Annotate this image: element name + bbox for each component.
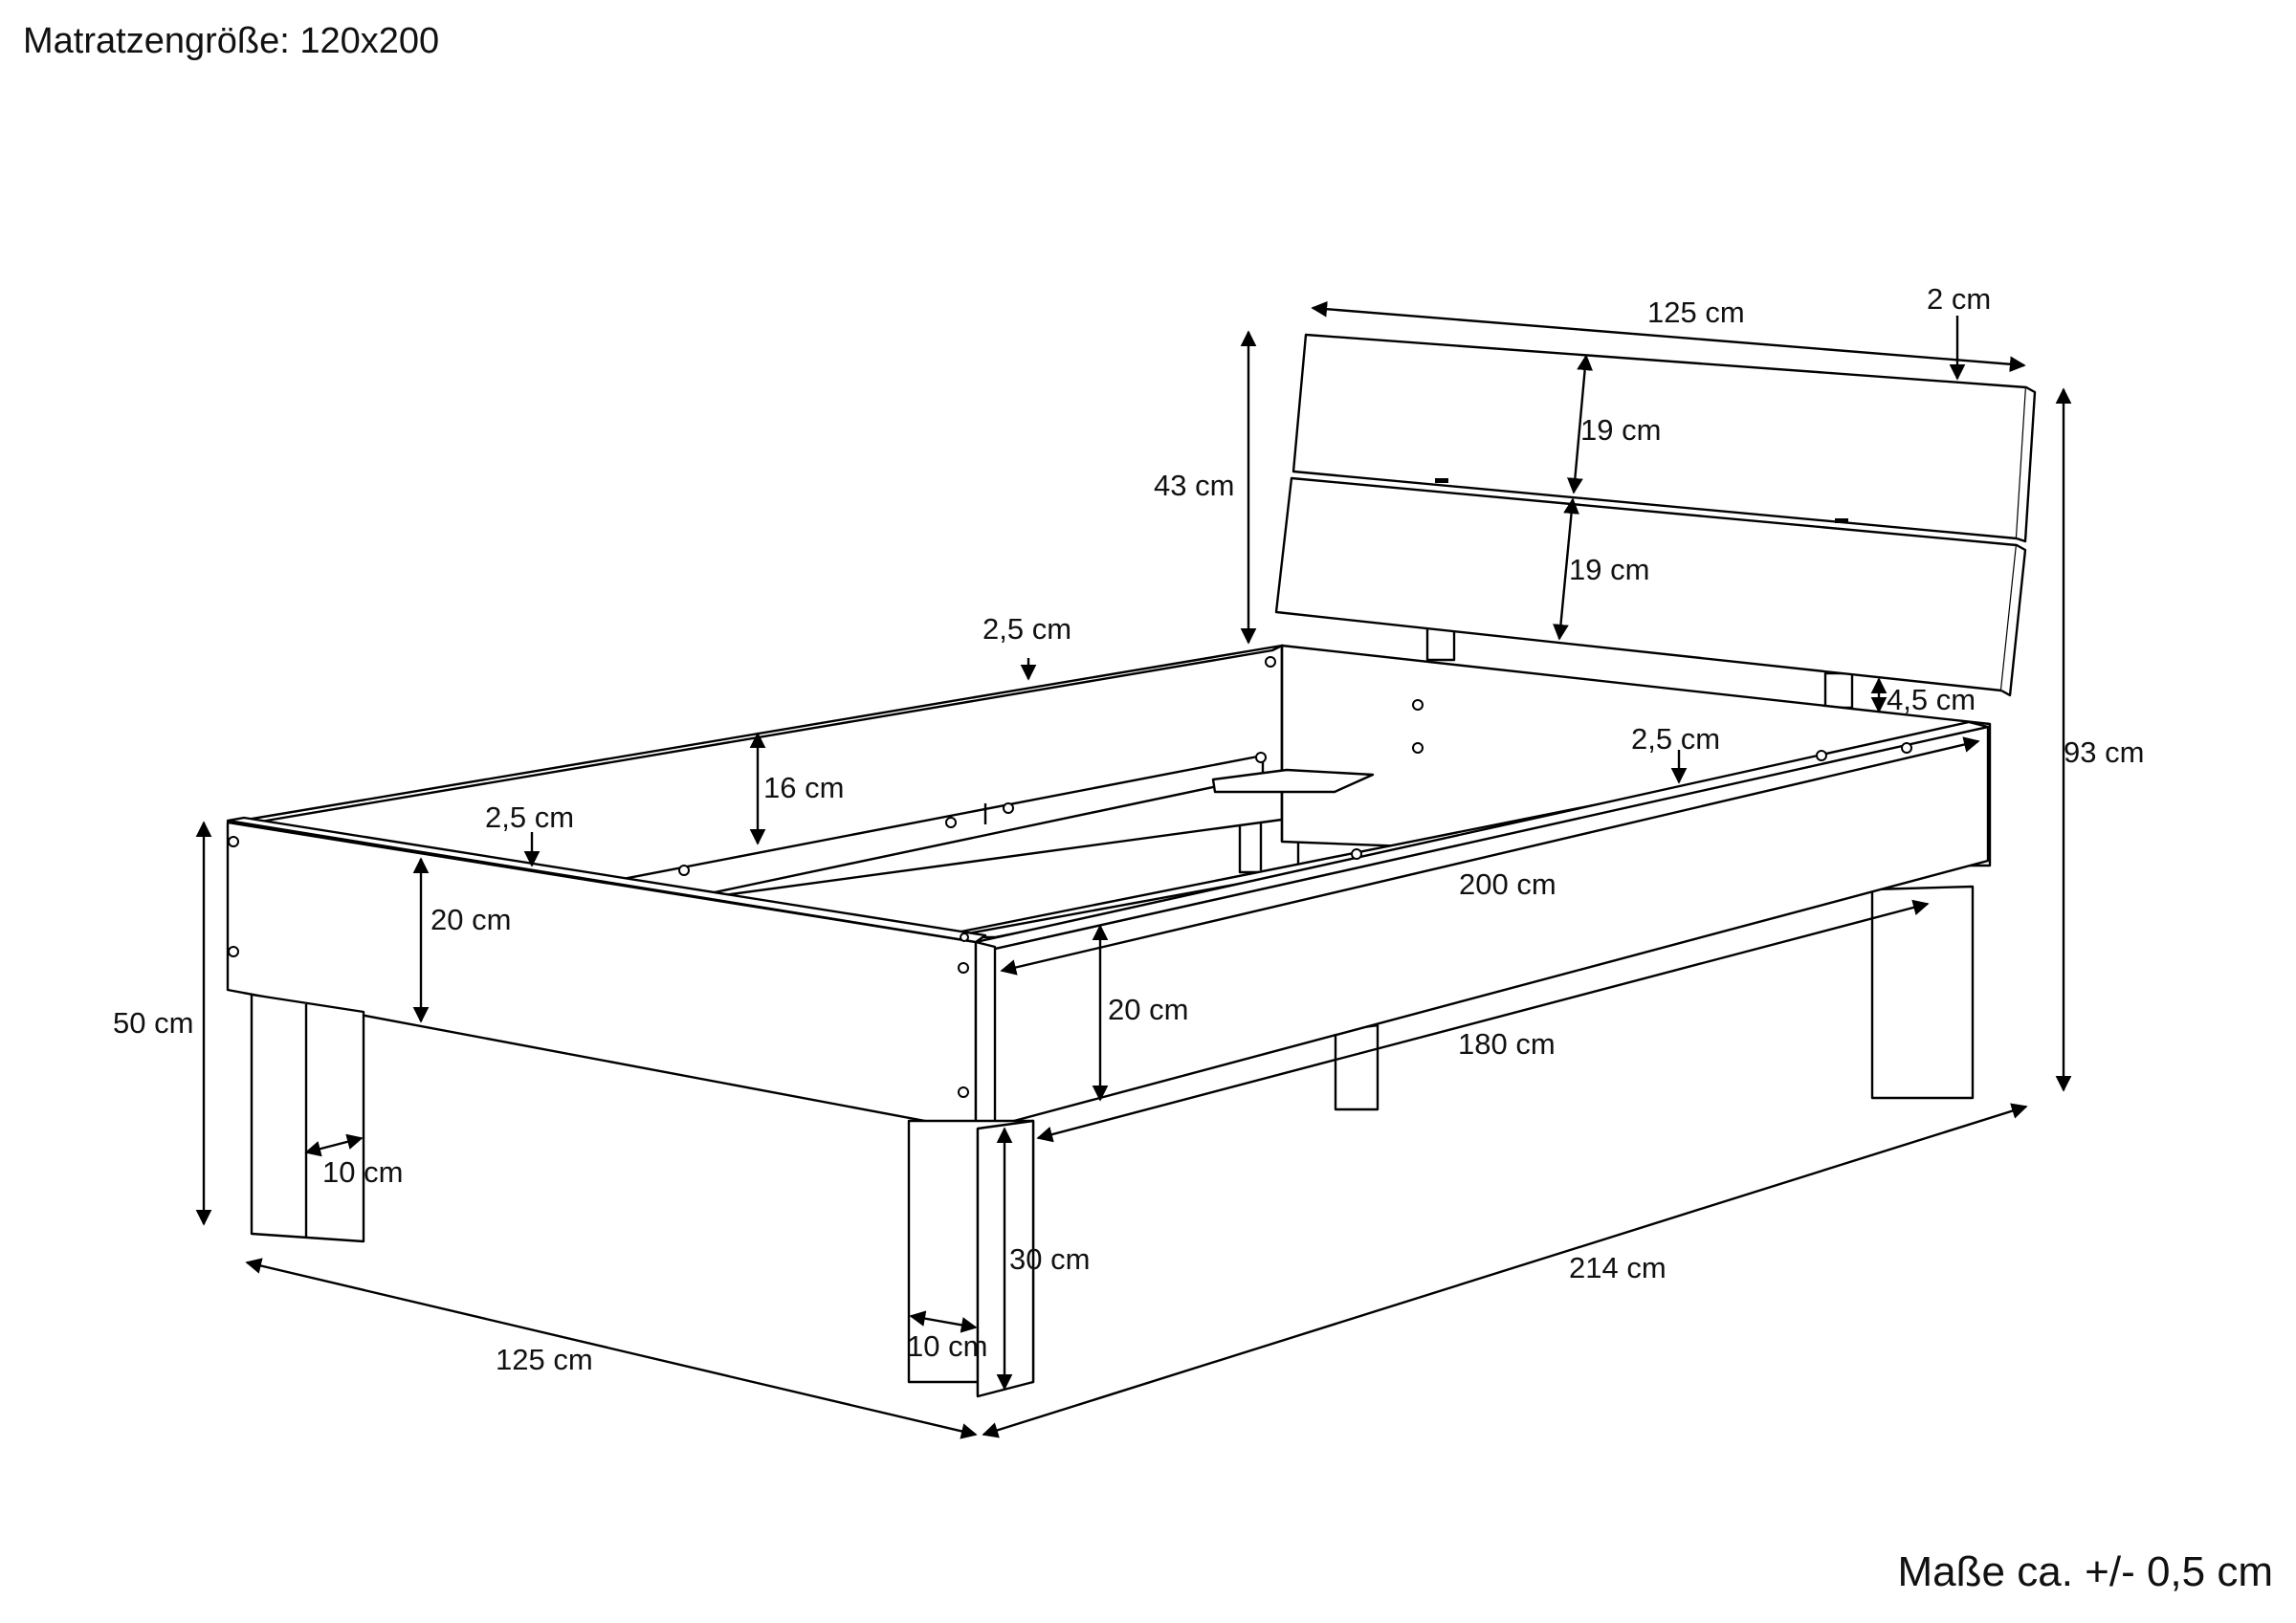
label-back-thickness: 2,5 cm [982, 612, 1071, 646]
dim-leg-width-left [304, 1133, 364, 1157]
label-headboard-thickness: 2 cm [1927, 282, 1991, 316]
dim-overall-width [245, 1258, 978, 1439]
label-side-thickness: 2,5 cm [1631, 722, 1720, 756]
dimension-labels: 125 cm 2 cm 43 cm 19 cm 19 cm 4,5 cm 93 … [113, 282, 2144, 1376]
mattress-size-label: Matratzengröße: 120x200 [23, 21, 440, 61]
label-total-height: 93 cm [2064, 735, 2144, 769]
dim-leg-spacing [1036, 899, 1930, 1143]
leg-front-left [250, 993, 365, 1243]
label-headboard-width: 125 cm [1647, 296, 1745, 329]
label-leg-spacing: 180 cm [1458, 1027, 1556, 1061]
tolerance-note: Maße ca. +/- 0,5 cm [1897, 1548, 2273, 1595]
dim-overall-length [982, 1103, 2028, 1438]
label-leg-width-left: 10 cm [322, 1155, 403, 1189]
label-leg-width-front: 10 cm [907, 1329, 987, 1363]
label-headboard-gap: 4,5 cm [1887, 683, 1976, 716]
dimension-lines [195, 300, 2072, 1439]
leg-middle [1334, 1023, 1380, 1111]
label-board-lower: 19 cm [1569, 553, 1649, 586]
label-headboard-height: 43 cm [1154, 469, 1234, 502]
foot-panel-top [226, 816, 987, 944]
bed-structure [226, 333, 2037, 1398]
leg-back-right [1870, 885, 1975, 1100]
label-overall-width: 125 cm [496, 1343, 593, 1376]
label-overall-height: 50 cm [113, 1006, 193, 1040]
headboard-post-right [1823, 671, 1854, 710]
label-inner-length: 200 cm [1459, 867, 1556, 901]
corner-front-right [974, 940, 997, 1132]
label-side-board-height: 20 cm [1108, 993, 1188, 1026]
dim-headboard-width [1311, 300, 2026, 373]
label-leg-height: 30 cm [1009, 1242, 1090, 1276]
label-front-thickness: 2,5 cm [485, 801, 574, 834]
label-overall-length: 214 cm [1569, 1251, 1667, 1284]
dim-board-upper [1567, 354, 1593, 494]
label-front-board-height: 20 cm [430, 903, 511, 936]
dim-board-lower [1553, 497, 1579, 641]
label-inner-side-height: 16 cm [763, 771, 844, 804]
label-board-upper: 19 cm [1580, 413, 1661, 447]
